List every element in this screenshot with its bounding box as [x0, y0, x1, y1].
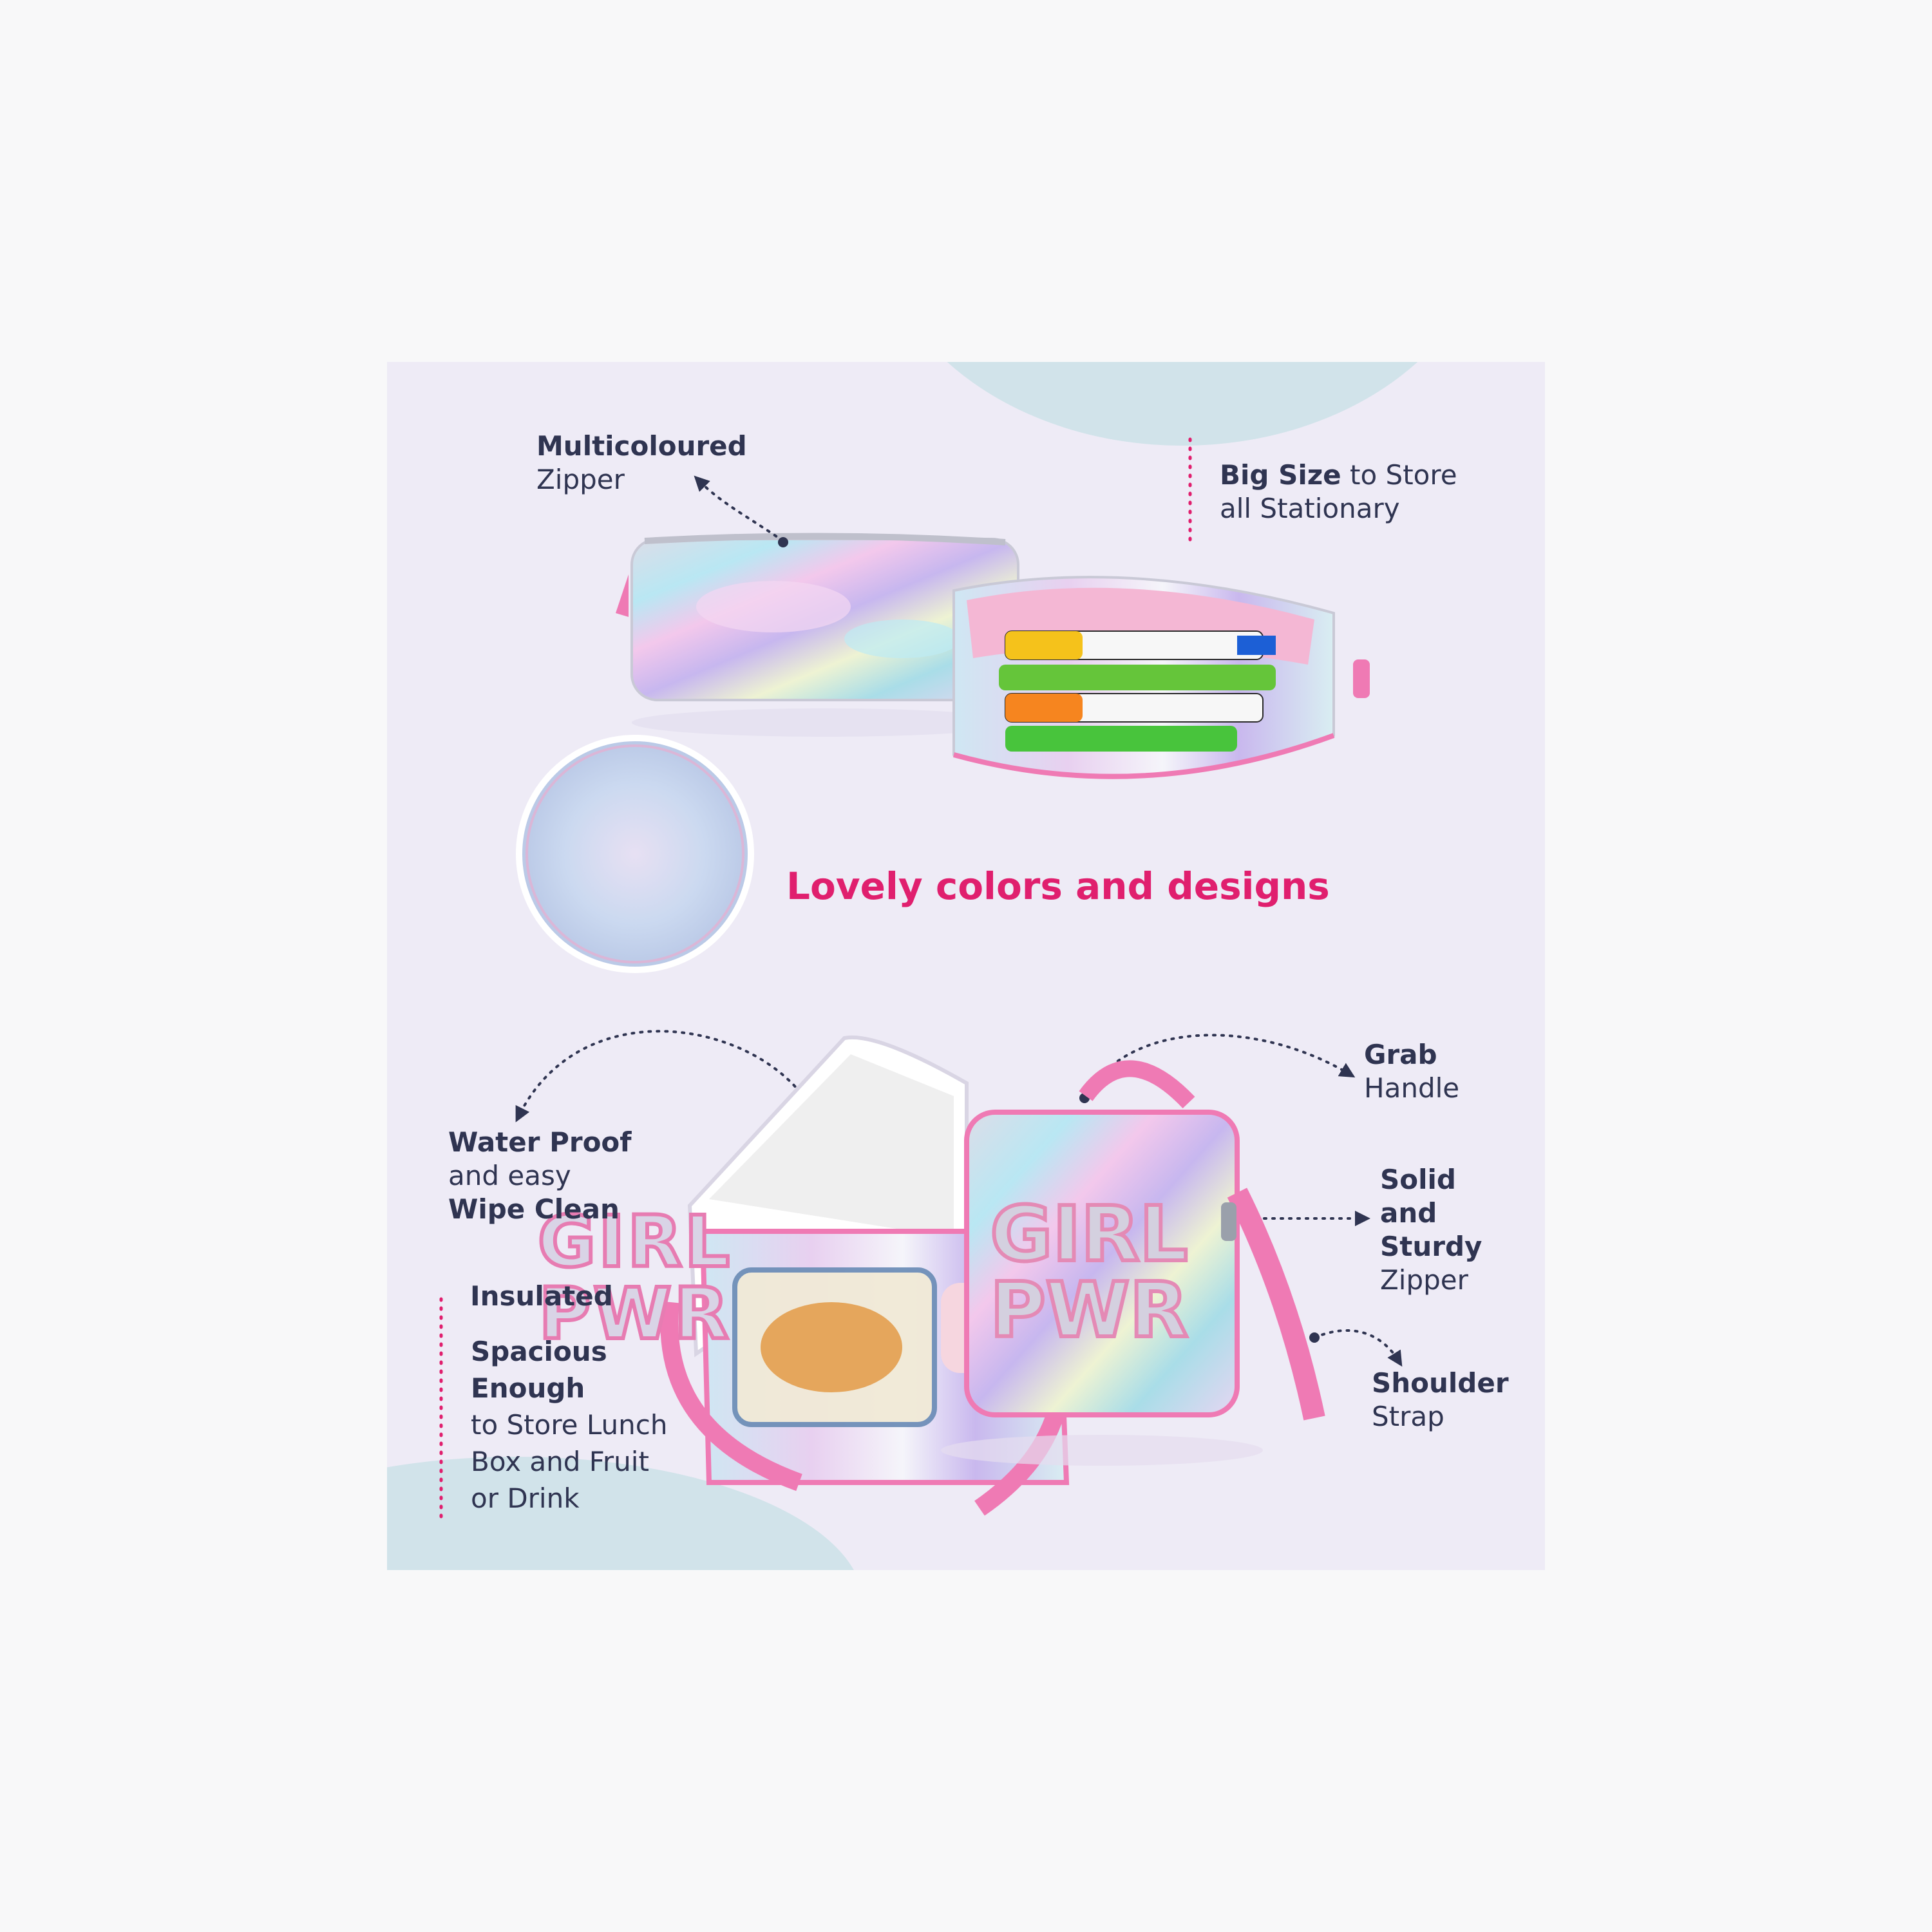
label-solid-zipper: Solid and Sturdy Zipper — [1380, 1163, 1545, 1297]
top-blob — [947, 362, 1418, 446]
label-solid-bold2: and Sturdy — [1380, 1197, 1482, 1262]
label-big-size-regular2: all Stationary — [1220, 493, 1400, 524]
label-multicoloured-regular: Zipper — [536, 464, 625, 495]
label-big-size-regular1: to Store — [1350, 459, 1457, 491]
illustration-layer — [387, 362, 1418, 1570]
tagline: Lovely colors and designs — [786, 864, 1330, 908]
arrow-water-proof — [515, 1030, 807, 1122]
label-grab-handle: Grab Handle — [1364, 1038, 1459, 1105]
label-big-size: Big Size to Store all Stationary — [1220, 459, 1457, 526]
label-solid-regular: Zipper — [1380, 1264, 1468, 1296]
label-big-size-bold: Big Size — [1220, 459, 1341, 491]
label-shoulder-bold: Shoulder — [1372, 1367, 1509, 1399]
label-spacious-r2: Box and Fruit — [471, 1446, 649, 1477]
girl-pwr-patch-icon — [516, 735, 754, 973]
closed-lunch-bag-icon — [941, 1060, 1325, 1466]
label-solid-bold1: Solid — [1380, 1164, 1456, 1195]
label-spacious-r1: to Store Lunch — [471, 1409, 668, 1441]
label-insulated-bold: Insulated — [470, 1280, 613, 1312]
label-spacious-bold2: Enough — [471, 1372, 585, 1404]
label-water-proof-regular: and easy — [448, 1160, 571, 1191]
label-spacious-bold1: Spacious — [471, 1336, 607, 1367]
label-shoulder-strap: Shoulder Strap — [1372, 1367, 1509, 1434]
label-water-proof-bold2: Wipe Clean — [448, 1193, 620, 1225]
label-spacious-r3: or Drink — [471, 1482, 580, 1514]
label-multicoloured-zipper: Multicoloured Zipper — [536, 430, 747, 497]
label-water-proof: Water Proof and easy Wipe Clean — [448, 1126, 632, 1226]
holographic-pencil-case-icon — [616, 533, 1019, 737]
label-shoulder-regular: Strap — [1372, 1401, 1444, 1432]
bottom-blob — [387, 1457, 854, 1570]
label-spacious: Spacious Enough to Store Lunch Box and F… — [471, 1333, 667, 1517]
label-multicoloured-bold: Multicoloured — [536, 430, 747, 462]
label-grab-bold: Grab — [1364, 1039, 1437, 1070]
arrow-multicoloured — [694, 475, 784, 542]
label-insulated: Insulated — [470, 1280, 613, 1313]
label-water-proof-bold1: Water Proof — [448, 1126, 632, 1158]
label-grab-regular: Handle — [1364, 1072, 1460, 1104]
arrow-shoulder-strap — [1313, 1329, 1403, 1367]
open-pencil-case-icon — [952, 576, 1370, 779]
